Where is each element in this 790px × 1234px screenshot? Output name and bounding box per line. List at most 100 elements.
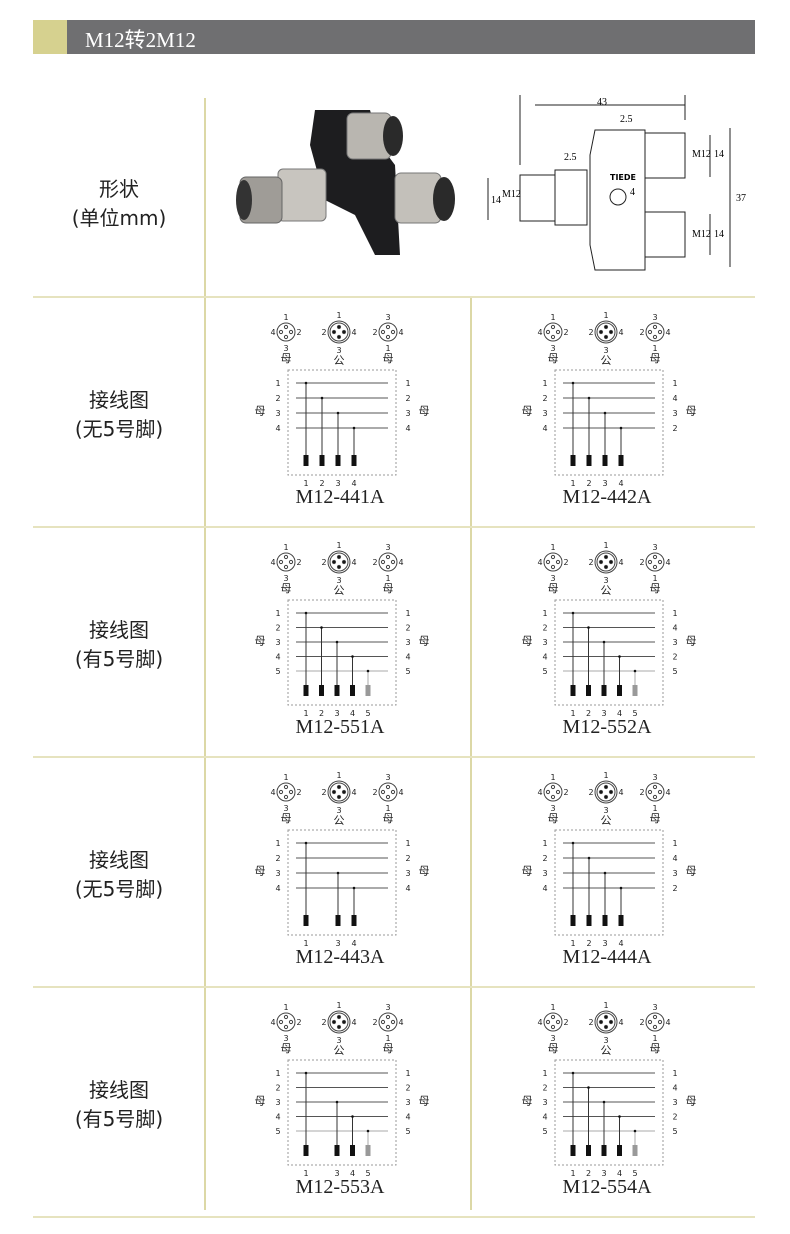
- pin-dot: [385, 334, 391, 340]
- pin-dot: [555, 329, 561, 335]
- pin-dot: [657, 1019, 663, 1025]
- left-pin-number: 3: [542, 409, 547, 418]
- pin-dot: [550, 794, 556, 800]
- female-label: 母: [650, 582, 661, 595]
- bottom-pin-number: 4: [617, 709, 622, 718]
- wiring-row-label: 接线图(有5号脚): [33, 1076, 205, 1134]
- dimension-drawing: 43 2.5 2.5 37 4 M12 14 M12 14 M12 14 TIE…: [487, 95, 746, 271]
- pin-label-left: 2: [321, 558, 326, 567]
- pin-dot: [385, 564, 391, 570]
- left-pin-number: 4: [275, 884, 280, 893]
- brand-logo: TIEDE: [610, 173, 636, 182]
- right-pin-number: 2: [672, 653, 677, 662]
- pin-dot: [550, 324, 556, 330]
- terminal-block: [365, 685, 371, 696]
- pin-dot: [283, 324, 289, 330]
- dim-14-bottom: 14: [714, 229, 724, 240]
- pin-dot: [390, 329, 396, 335]
- pin-label-left: 4: [270, 788, 275, 797]
- pin-label-right: 4: [398, 328, 403, 337]
- junction-dot: [336, 871, 340, 875]
- pin-dot: [336, 794, 342, 800]
- pin-dot: [278, 559, 284, 565]
- pin-dot: [550, 1014, 556, 1020]
- pin-label-top: 3: [385, 313, 390, 322]
- pin-dot: [550, 564, 556, 570]
- pin-label-right: 4: [618, 328, 623, 337]
- left-pin-number: 5: [275, 667, 280, 676]
- pin-label-right: 4: [618, 788, 623, 797]
- bottom-pin-number: 1: [303, 939, 308, 948]
- right-female-label: 母: [419, 405, 430, 418]
- left-pin-number: 1: [542, 1069, 547, 1078]
- pin-dot: [598, 559, 604, 565]
- right-female-label: 母: [686, 635, 697, 648]
- right-female-label: 母: [419, 635, 430, 648]
- pin-dot: [385, 1014, 391, 1020]
- bottom-pin-number: 3: [334, 1169, 339, 1178]
- shape-label: 形状: [99, 177, 139, 201]
- pin-label-right: 2: [296, 558, 301, 567]
- right-female-label: 母: [686, 865, 697, 878]
- bottom-pin-number: 4: [350, 709, 355, 718]
- bottom-pin-number: 3: [335, 479, 340, 488]
- product-photo: [236, 110, 455, 255]
- pin-label-right: 4: [398, 558, 403, 567]
- right-pin-number: 5: [672, 1127, 677, 1136]
- right-pin-number: 3: [672, 409, 677, 418]
- left-pin-number: 1: [275, 839, 280, 848]
- left-pin-number: 2: [542, 394, 547, 403]
- female-label: 母: [548, 812, 559, 825]
- junction-dot: [320, 626, 323, 629]
- left-pin-number: 3: [542, 1098, 547, 1107]
- pin-dot: [647, 329, 653, 335]
- pin-dot: [550, 554, 556, 560]
- pin-label-right: 2: [563, 1018, 568, 1027]
- junction-dot: [602, 1100, 606, 1104]
- pin-dot: [603, 334, 609, 340]
- pin-dot: [657, 329, 663, 335]
- pin-dot: [390, 789, 396, 795]
- pin-label-top: 1: [283, 773, 288, 782]
- pin-dot: [647, 789, 653, 795]
- terminal-block: [601, 1145, 607, 1156]
- model-number: M12-554A: [562, 1176, 652, 1198]
- female-label: 母: [281, 1042, 292, 1055]
- pin-label-top: 1: [603, 771, 608, 780]
- pin-label-right: 2: [296, 1018, 301, 1027]
- row-divider: [33, 296, 755, 298]
- right-pin-number: 1: [405, 609, 410, 618]
- pin-label-top: 1: [283, 1003, 288, 1012]
- unit-label: (单位mm): [71, 206, 167, 230]
- pin-label-left: 4: [270, 1018, 275, 1027]
- column-divider: [204, 98, 206, 1210]
- pin-dot: [341, 789, 347, 795]
- bottom-pin-number: 5: [365, 1169, 370, 1178]
- terminal-block: [570, 455, 576, 466]
- pin-label-right: 4: [398, 788, 403, 797]
- male-label: 公: [601, 584, 612, 597]
- diagram-frame: [554, 599, 664, 706]
- junction-dot: [633, 1129, 637, 1133]
- pin-dot: [555, 1019, 561, 1025]
- female-label: 母: [548, 352, 559, 365]
- pin-dot: [603, 554, 609, 560]
- junction-dot: [335, 640, 339, 644]
- row-subtitle: (有5号脚): [74, 1107, 164, 1131]
- pin-dot: [385, 554, 391, 560]
- right-pin-number: 4: [672, 394, 677, 403]
- left-female-label: 母: [522, 1095, 533, 1108]
- pin-label-top: 3: [652, 313, 657, 322]
- pin-dot: [652, 1014, 658, 1020]
- pin-dot: [652, 554, 658, 560]
- pin-dot: [390, 1019, 396, 1025]
- diagram-frame: [287, 829, 397, 936]
- pin-dot: [278, 789, 284, 795]
